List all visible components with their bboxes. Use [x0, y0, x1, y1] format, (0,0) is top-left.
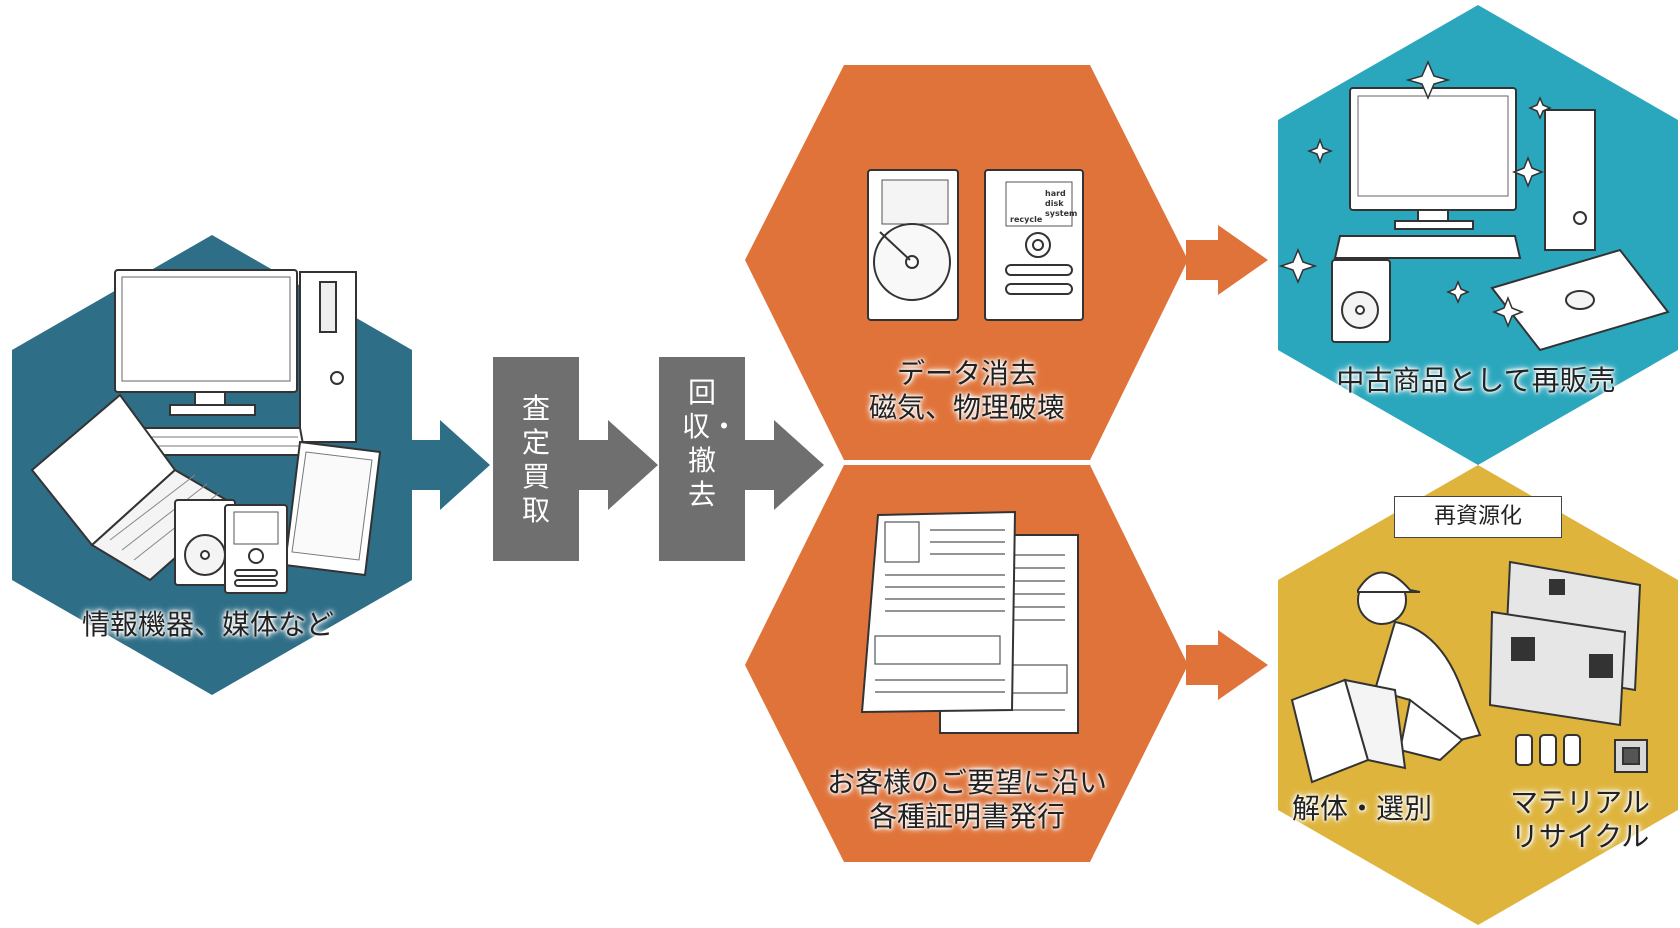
chip-icon: [1614, 739, 1648, 773]
recycle-right-label-line1: マテリアル: [1510, 786, 1650, 819]
svg-text:recycle: recycle: [1010, 215, 1043, 224]
recycle-sticker-text: hard disk system recycle: [1010, 189, 1077, 224]
svg-text:disk: disk: [1045, 199, 1064, 208]
resale-label: 中古商品として再販売: [1336, 364, 1616, 397]
laptop-icon: [30, 393, 237, 582]
arrow-step-1: [578, 420, 658, 510]
process-label-erase-line2: 磁気、物理破壊: [868, 391, 1065, 424]
step-box-appraisal: [493, 357, 579, 561]
tablet-icon: [283, 440, 382, 577]
process-label-erase-line1: データ消去: [896, 357, 1037, 390]
svg-text:hard: hard: [1045, 189, 1066, 198]
process-hexagon-erase: [745, 65, 1188, 460]
keyboard-icon: [133, 427, 307, 456]
arrow-step-2: [744, 420, 824, 510]
hard-disk-platter-icon: [867, 169, 959, 321]
resale-laptop-icon: [1490, 248, 1670, 352]
sparkle-icon: [1278, 60, 1552, 329]
process-label-certificate-line1: お客様のご要望に沿い: [826, 766, 1107, 799]
hard-disk-icon: [174, 499, 236, 586]
process-label-certificate: お客様のご要望に沿い 各種証明書発行: [812, 766, 1122, 834]
recycle-left-label: 解体・選別: [1292, 792, 1433, 825]
hard-disk-sticker-icon: [224, 504, 288, 594]
source-label: 情報機器、媒体など: [82, 608, 335, 641]
resale-desktop-icon: [1333, 87, 1596, 259]
step-box-collection: [659, 357, 745, 561]
svg-text:system: system: [1045, 209, 1077, 218]
recycle-badge: 再資源化: [1394, 496, 1562, 538]
desktop-computer-icon: [114, 269, 357, 443]
form-document-icon: [860, 510, 1017, 714]
arrow-source: [410, 420, 490, 510]
worker-icon: [1357, 571, 1482, 762]
circuit-board-icon: [1488, 560, 1642, 727]
resale-hard-disk-icon: [1331, 259, 1391, 343]
process-label-erase: データ消去 磁気、物理破壊: [842, 357, 1092, 425]
recycle-right-label-line2: リサイクル: [1510, 820, 1650, 853]
arrow-process-2: [1186, 630, 1268, 700]
arrow-process-1: [1186, 225, 1268, 295]
recycle-right-label: マテリアル リサイクル: [1500, 786, 1660, 854]
worker-laptop-icon: [1290, 678, 1407, 784]
capacitor-icon: [1515, 734, 1581, 766]
hard-disk-label-icon: [984, 169, 1084, 321]
step-label-appraisal: 査定買取: [521, 392, 550, 527]
step-label-collection: 回収・撤去: [682, 376, 739, 511]
process-label-certificate-line2: 各種証明書発行: [868, 800, 1065, 833]
